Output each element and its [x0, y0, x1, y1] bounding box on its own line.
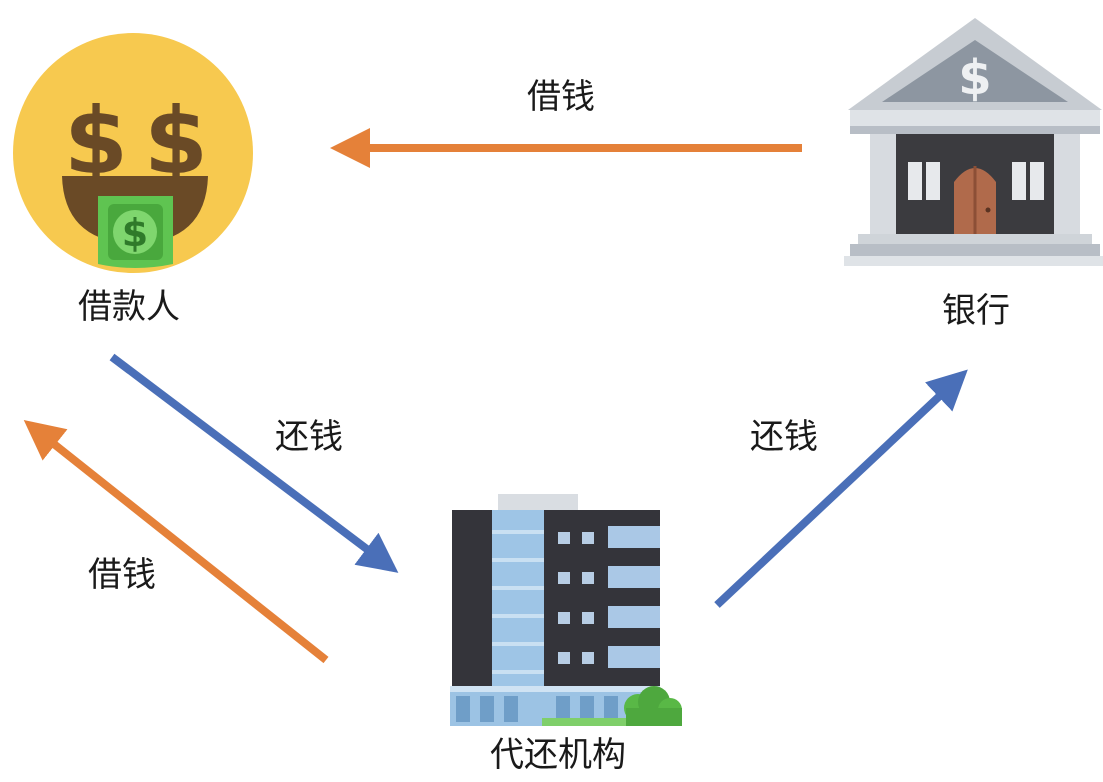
money-mouth-face-icon: $ $ $ [13, 33, 253, 273]
bank-dollar-sign: $ [958, 50, 991, 106]
arrow-agency-to-borrower [23, 420, 329, 664]
tongue-dollar-sign: $ [122, 211, 148, 255]
borrower-label: 借款人 [78, 287, 180, 327]
bank-building-icon: $ [844, 18, 1103, 266]
bank-label: 银行 [942, 291, 1010, 331]
agency-label: 代还机构 [490, 735, 626, 775]
office-building-icon [450, 494, 682, 726]
arrow-agency-to-bank [714, 369, 968, 608]
arrow-borrower-to-agency [109, 353, 399, 573]
edge-label-agency-to-borrower: 借钱 [88, 555, 156, 595]
edge-label-borrower-to-agency: 还钱 [275, 417, 343, 457]
edge-label-agency-to-bank: 还钱 [750, 417, 818, 457]
edge-label-bank-to-borrower: 借钱 [527, 77, 595, 117]
